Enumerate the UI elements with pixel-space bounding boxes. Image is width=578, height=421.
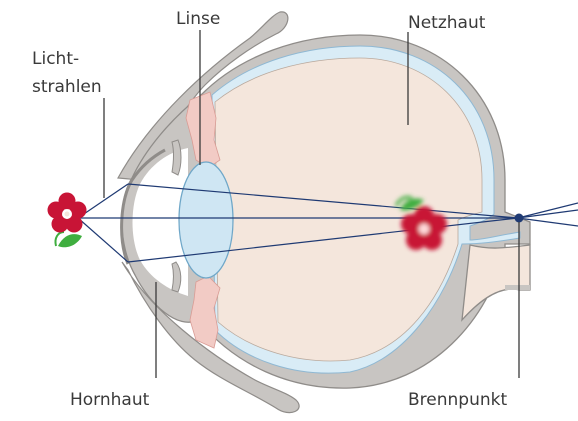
label-licht-line1: Licht- bbox=[32, 49, 79, 69]
ray-cont-2 bbox=[518, 210, 578, 218]
focus-point bbox=[515, 214, 524, 223]
label-netzhaut: Netzhaut bbox=[408, 13, 486, 33]
label-linse: Linse bbox=[176, 9, 220, 29]
label-hornhaut: Hornhaut bbox=[70, 390, 150, 410]
label-licht-line2: strahlen bbox=[32, 77, 102, 97]
optic-nerve-casing bbox=[505, 285, 530, 290]
optic-nerve bbox=[462, 245, 530, 320]
flower-object-icon bbox=[48, 193, 87, 248]
ray-cont-1 bbox=[518, 203, 578, 218]
label-brennpunkt: Brennpunkt bbox=[408, 390, 507, 410]
iris-top bbox=[172, 140, 181, 175]
lens bbox=[179, 162, 233, 278]
